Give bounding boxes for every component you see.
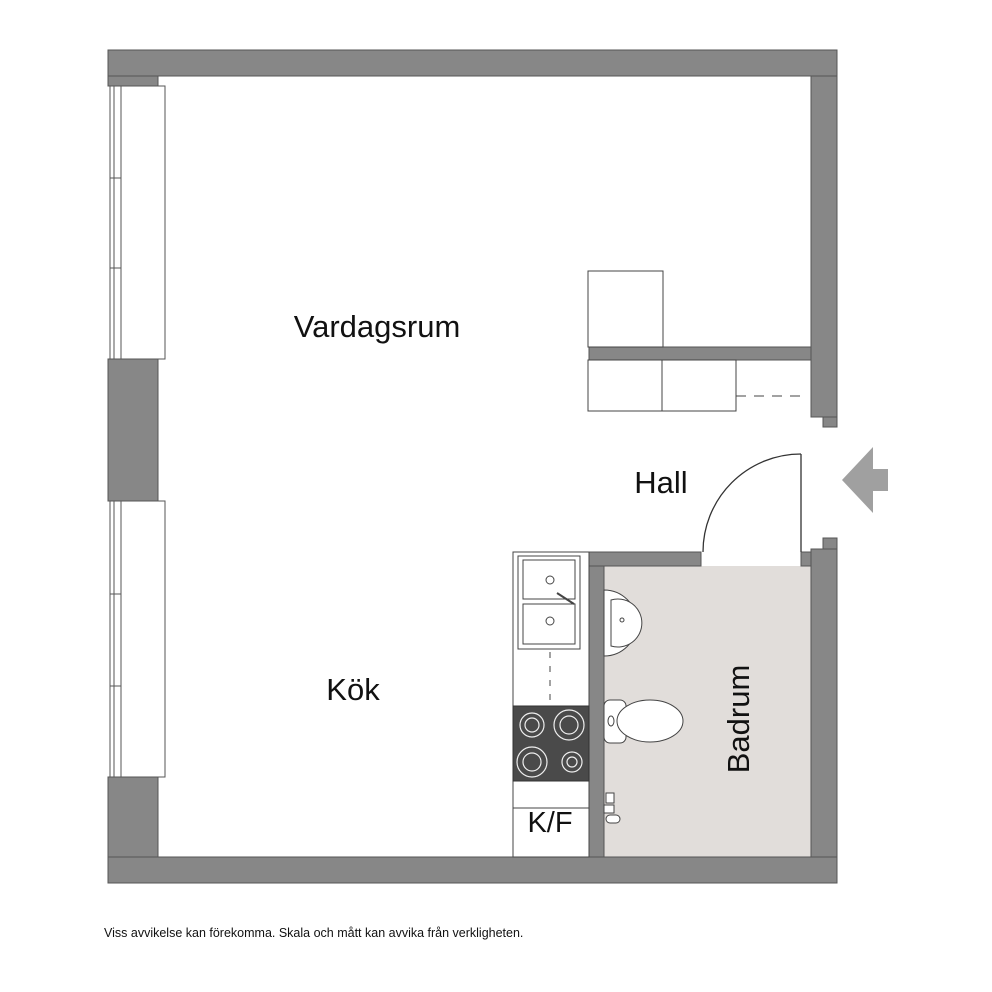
room-label-kf: K/F	[527, 807, 572, 839]
window-lower	[109, 500, 166, 778]
disclaimer-text: Viss avvikelse kan förekomma. Skala och …	[104, 926, 524, 940]
shower-tap-icon	[603, 792, 621, 824]
room-label-vardagsrum: Vardagsrum	[294, 309, 461, 344]
window-upper	[109, 85, 166, 360]
outer-walls	[107, 49, 838, 884]
door	[702, 453, 802, 553]
room-label-badrum: Badrum	[721, 665, 756, 774]
stove-icon	[512, 705, 590, 782]
room-label-kok: Kök	[326, 672, 380, 707]
entrance-arrow-icon	[842, 447, 888, 513]
wash-basin-icon	[603, 589, 643, 657]
toilet-icon	[603, 699, 684, 744]
kitchen-sink-icon	[517, 555, 581, 700]
interior-walls	[588, 346, 812, 858]
room-label-hall: Hall	[634, 465, 687, 500]
storage-cabinets	[587, 270, 805, 412]
